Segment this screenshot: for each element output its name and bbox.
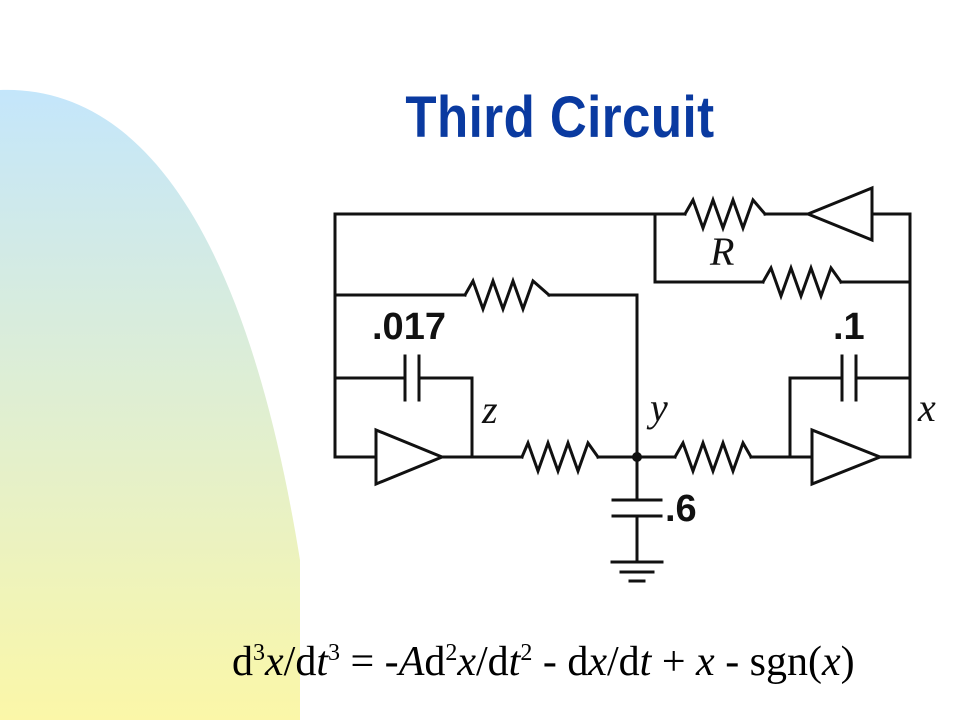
label-capacitor-1: .1 — [833, 306, 865, 348]
resistor-bottom-right — [672, 438, 754, 476]
wire-inner-top-to-y — [547, 293, 639, 459]
amplifier-right — [810, 427, 885, 487]
label-node-x: x — [918, 385, 936, 430]
label-resistor-R: R — [710, 229, 735, 274]
wire-cap-to-z — [417, 376, 474, 459]
wire-cap-right-left — [788, 376, 844, 459]
amplifier-left — [374, 427, 446, 487]
differential-equation: d3x/dt3 = -Ad2x/dt2 - dx/dt + x - sgn(x) — [232, 639, 855, 685]
wire-outer-top — [333, 212, 687, 459]
ground-symbol — [610, 560, 664, 583]
slide-title: Third Circuit — [405, 85, 715, 150]
resistor-R — [682, 195, 768, 233]
resistor-bottom-left — [520, 438, 601, 476]
resistor-inner-top — [462, 276, 552, 314]
label-capacitor-017: .017 — [372, 306, 446, 348]
wire-second-branch — [653, 212, 765, 284]
resistor-second — [760, 263, 844, 301]
label-capacitor-6: .6 — [665, 488, 697, 530]
label-node-z: z — [482, 387, 498, 432]
buffer-amplifier-top — [804, 185, 874, 243]
wire-buffer-to-x — [870, 212, 912, 459]
label-node-y: y — [650, 385, 668, 430]
